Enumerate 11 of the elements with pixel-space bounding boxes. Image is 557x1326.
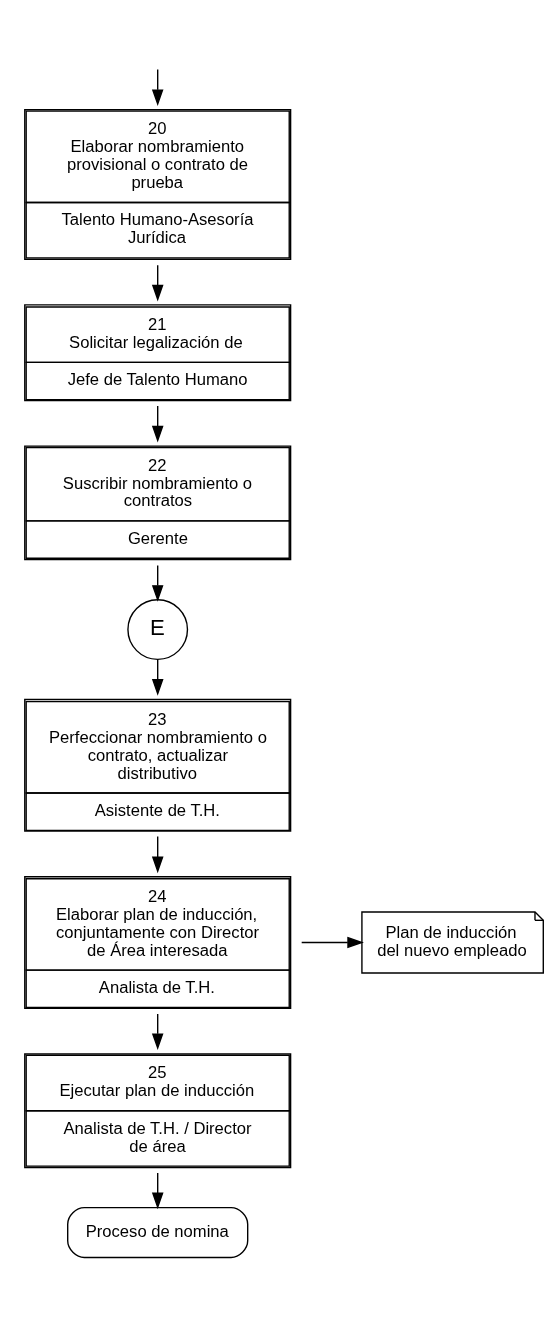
arrow	[301, 936, 364, 949]
node-circle: E	[127, 599, 189, 661]
arrow	[151, 1172, 164, 1210]
arrow	[151, 68, 164, 107]
arrow	[151, 264, 164, 302]
arrow	[151, 564, 164, 602]
arrow	[151, 1013, 164, 1051]
node-box: Proceso de nomina	[67, 1206, 249, 1259]
arrow	[151, 405, 164, 443]
arrow	[151, 835, 164, 874]
arrow	[151, 659, 164, 696]
